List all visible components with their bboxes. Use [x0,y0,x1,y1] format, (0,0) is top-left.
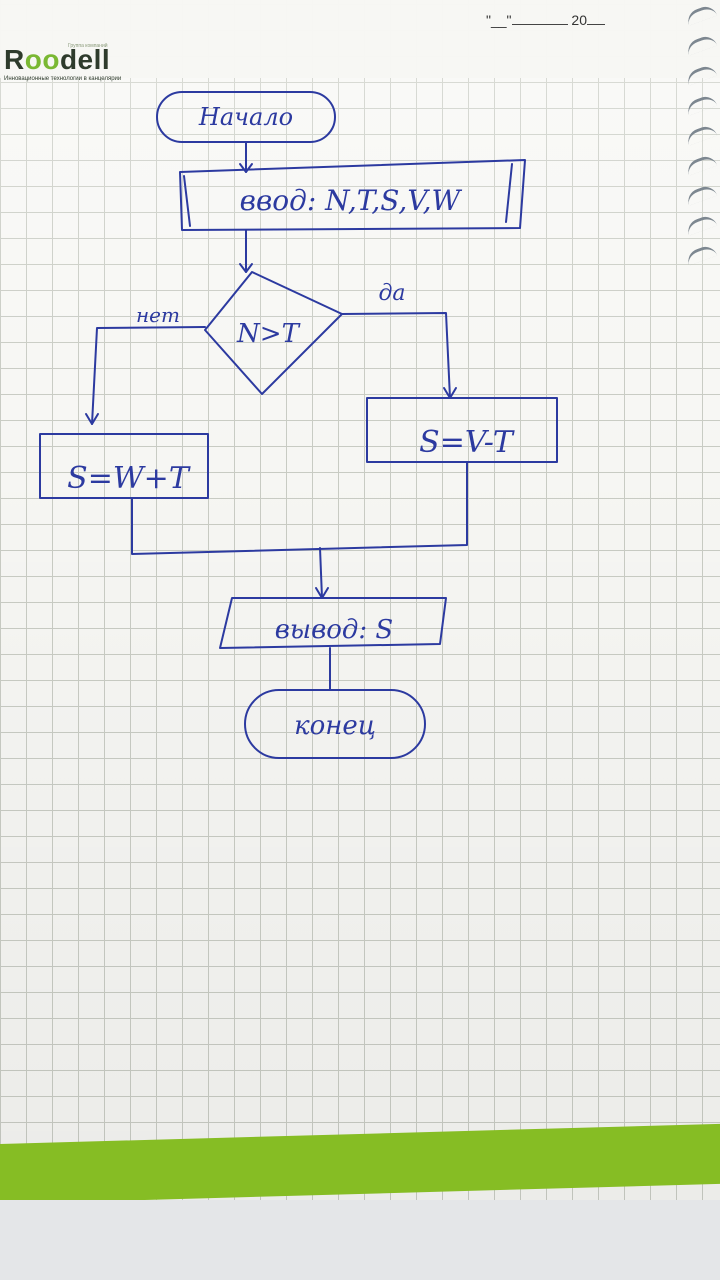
brand-super-label: Группа компаний [68,43,108,49]
condition-diamond [204,271,343,395]
output-label: вывод: S [275,615,393,645]
background-surface [0,1200,720,1280]
connector [319,547,323,599]
date-field: "__" 20 [486,12,605,28]
end-terminator [244,689,426,759]
action-yes-label: S=V-T [419,425,515,460]
action-no-block [39,433,209,499]
arrow-head [85,413,99,425]
branch-no-label: нет [136,303,180,327]
brand-prefix: R [4,44,25,75]
notebook-header [0,0,720,78]
arrow-head [239,263,253,273]
input-label: ввод: N,T,S,V,W [240,184,463,217]
action-yes-block [366,397,558,463]
input-block [179,159,526,231]
condition-label: N>T [236,319,301,349]
branch-yes-line [341,312,451,399]
date-month-line [511,24,568,25]
input-slant-left [183,175,191,227]
merge-line [131,461,468,555]
end-label: конец [294,711,376,741]
branch-no-line [91,326,206,425]
brand-suffix: dell [59,44,111,75]
arrow-head [239,163,253,173]
date-year: 20 [571,12,587,28]
brand-oo: oo [24,44,60,75]
output-block [219,597,447,649]
action-no-label: S=W+T [67,461,191,496]
brand-logo: Roodell [4,44,110,76]
date-day: "__" [486,12,512,28]
date-year-line [586,24,605,25]
branch-yes-label: да [378,281,405,306]
start-label: Начало [198,103,293,131]
brand-tagline: Инновационные технологии в канцелярии [4,76,122,82]
input-slant-right [505,163,513,223]
